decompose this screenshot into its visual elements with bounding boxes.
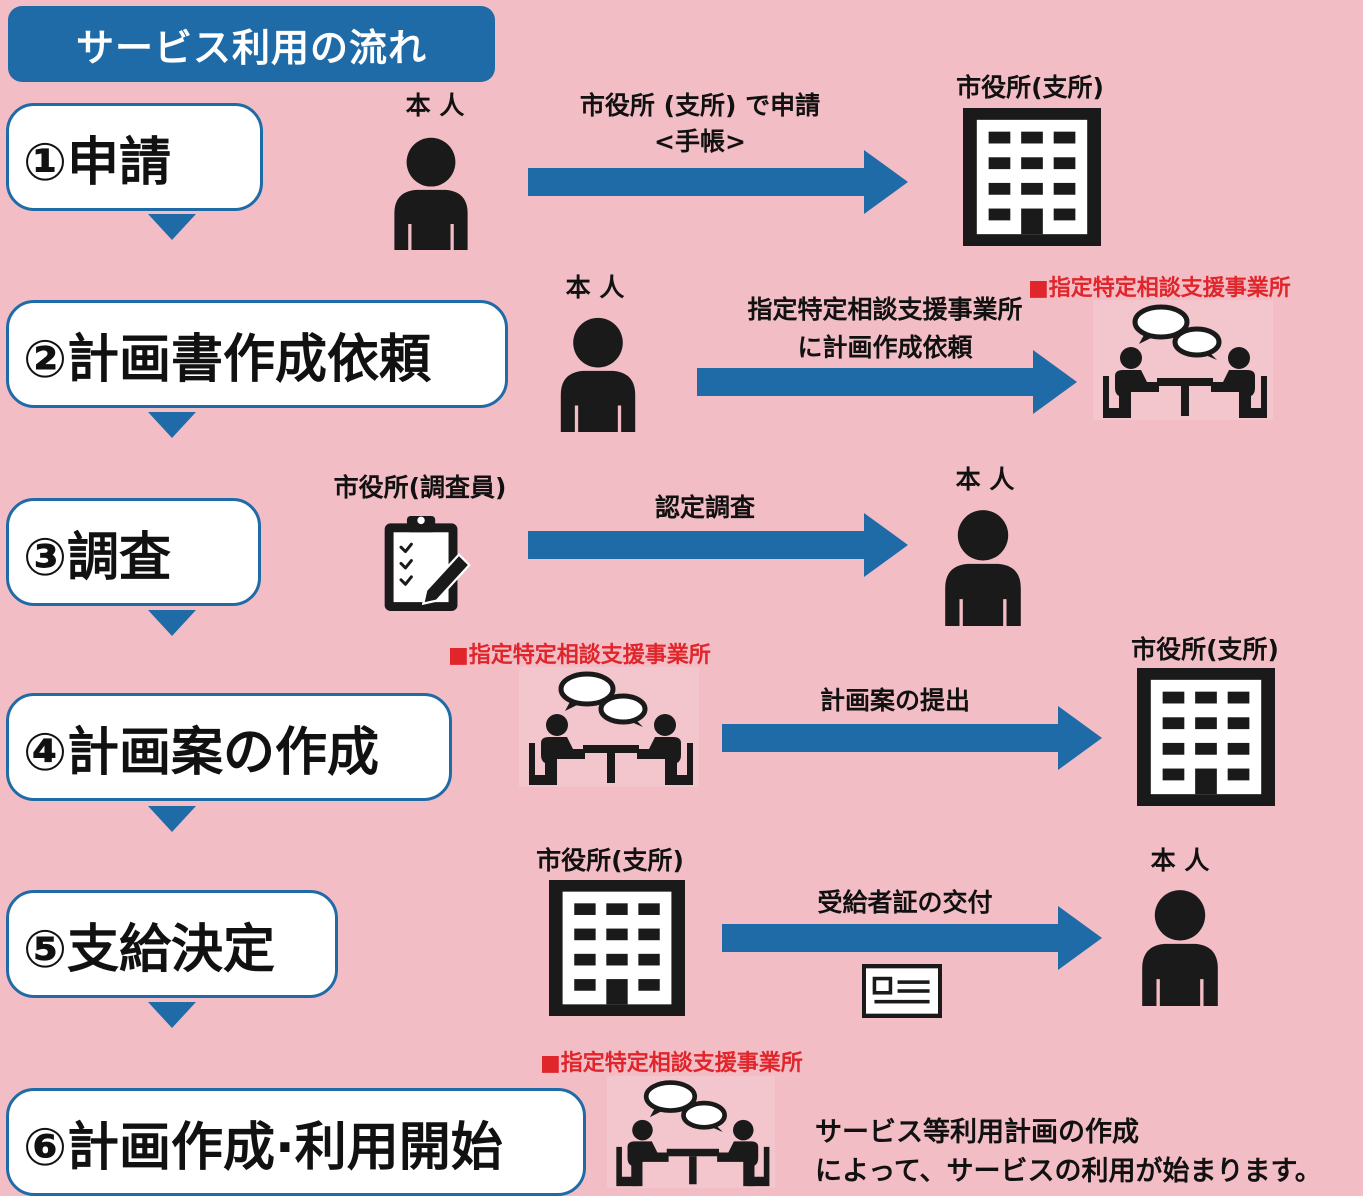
- r1-action-line2: <手帳>: [654, 127, 746, 156]
- survey-clipboard-icon: [362, 510, 492, 614]
- r3-from-label: 市役所(調査員): [333, 473, 507, 502]
- step-2-box: ②計画書作成依頼: [6, 300, 508, 408]
- flow-arrow: [722, 906, 1102, 970]
- step-connector-arrow: [148, 214, 196, 240]
- step-connector-arrow: [148, 806, 196, 832]
- r5-from-label: 市役所(支所): [536, 846, 684, 875]
- r4-from-label: ■指定特定相談支援事業所: [448, 643, 711, 668]
- city-hall-building-icon: [1136, 668, 1276, 806]
- consultation-meeting-icon: [518, 667, 700, 787]
- r6-description-line2: によって、サービスの利用が始まります。: [815, 1156, 1322, 1187]
- r2-to-label: ■指定特定相談支援事業所: [1028, 276, 1291, 301]
- step-5-box: ⑤支給決定: [6, 890, 338, 998]
- person-icon: [930, 500, 1036, 626]
- step-3-box: ③調査: [6, 498, 261, 606]
- r1-to-label: 市役所(支所): [956, 73, 1104, 102]
- city-hall-building-icon: [547, 880, 687, 1016]
- r4-to-label: 市役所(支所): [1131, 635, 1279, 664]
- step-connector-arrow: [148, 610, 196, 636]
- step-connector-arrow: [148, 1002, 196, 1028]
- r5-action-label: 受給者証の交付: [817, 888, 993, 917]
- step-connector-arrow: [148, 412, 196, 438]
- page-title: サービス利用の流れ: [8, 6, 495, 82]
- r6-description-line1: サービス等利用計画の作成: [815, 1117, 1139, 1148]
- consultation-meeting-icon: [606, 1076, 776, 1188]
- r1-action-line1: 市役所 (支所) で申請: [579, 91, 821, 120]
- flow-arrow: [697, 350, 1077, 414]
- r3-action-label: 認定調査: [654, 493, 755, 522]
- city-hall-building-icon: [962, 108, 1102, 246]
- flow-arrow: [722, 706, 1102, 770]
- r2-from-label: 本 人: [565, 273, 625, 302]
- r4-action-label: 計画案の提出: [819, 686, 970, 715]
- r2-action-line1: 指定特定相談支援事業所: [747, 295, 1023, 324]
- flow-arrow: [528, 150, 908, 214]
- r6-from-label: ■指定特定相談支援事業所: [540, 1051, 803, 1076]
- r3-to-label: 本 人: [955, 465, 1015, 494]
- consultation-meeting-icon: [1092, 300, 1274, 420]
- r5-to-label: 本 人: [1150, 846, 1210, 875]
- step-6-box: ⑥計画作成·利用開始: [6, 1088, 586, 1196]
- person-icon: [1127, 880, 1233, 1006]
- r1-from-label: 本 人: [405, 91, 465, 120]
- recipient-certificate-card-icon: [862, 964, 942, 1018]
- flow-arrow: [528, 513, 908, 577]
- person-icon: [378, 128, 484, 250]
- step-1-box: ①申請: [6, 103, 263, 211]
- step-4-box: ④計画案の作成: [6, 693, 452, 801]
- r2-action-line2: に計画作成依頼: [797, 333, 973, 362]
- person-icon: [545, 308, 651, 432]
